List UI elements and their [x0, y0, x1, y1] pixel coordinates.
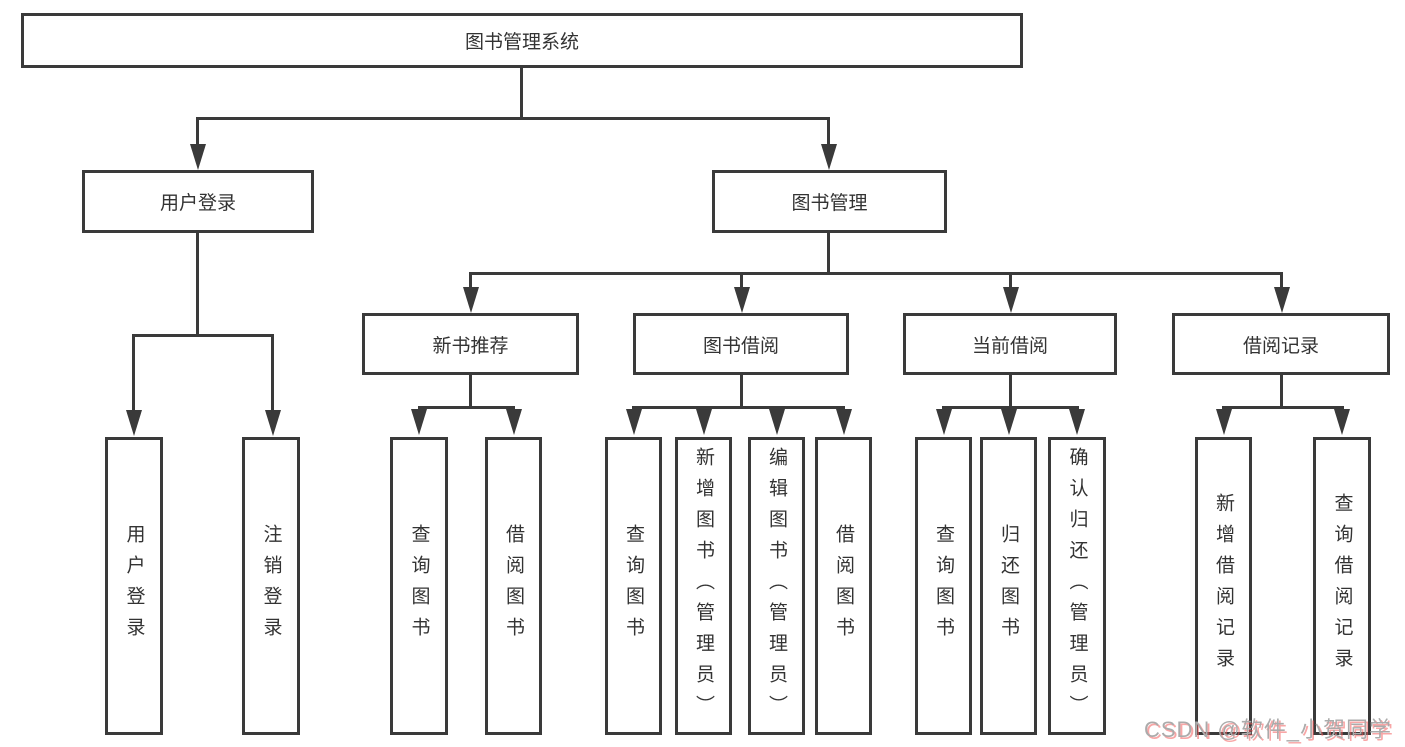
arrow-down-icon	[1069, 409, 1085, 435]
node-current-borrow-label: 当前借阅	[971, 335, 1048, 357]
arrow-down-icon	[265, 410, 281, 436]
connector-line	[132, 334, 274, 337]
arrow-down-icon	[821, 144, 837, 170]
connector-line	[942, 406, 1079, 409]
connector-line	[196, 117, 199, 147]
node-nbr-query-books-label: 查询图书	[408, 524, 430, 648]
connector-line	[1280, 272, 1283, 291]
arrow-down-icon	[769, 409, 785, 435]
arrow-down-icon	[1334, 409, 1350, 435]
arrow-down-icon	[506, 409, 522, 435]
node-cb-confirm-return: 确认归还（管理员）	[1048, 437, 1106, 735]
connector-line	[827, 233, 830, 275]
node-cb-return-books-label: 归还图书	[998, 524, 1019, 648]
node-bb-add-books: 新增图书（管理员）	[675, 437, 732, 735]
connector-line	[740, 272, 743, 291]
node-bb-edit-books-label: 编辑图书（管理员）	[766, 446, 787, 726]
arrow-down-icon	[1003, 287, 1019, 313]
node-br-add-record: 新增借阅记录	[1195, 437, 1252, 735]
node-logout: 注销登录	[242, 437, 300, 735]
arrow-down-icon	[836, 409, 852, 435]
node-cb-query-books-label: 查询图书	[933, 524, 954, 648]
connector-line	[520, 68, 523, 120]
node-borrow-record-label: 借阅记录	[1242, 335, 1319, 357]
node-book-mgmt: 图书管理	[712, 170, 947, 233]
node-root: 图书管理系统	[21, 13, 1023, 68]
arrow-down-icon	[696, 409, 712, 435]
node-bb-add-books-label: 新增图书（管理员）	[693, 446, 714, 726]
node-book-borrow-label: 图书借阅	[702, 335, 779, 357]
node-book-mgmt-label: 图书管理	[791, 193, 868, 214]
node-br-query-record-label: 查询借阅记录	[1331, 493, 1353, 679]
node-user-login: 用户登录	[82, 170, 314, 233]
node-user-login-action-label: 用户登录	[123, 524, 145, 648]
arrow-down-icon	[411, 409, 427, 435]
node-logout-label: 注销登录	[260, 524, 282, 648]
node-br-query-record: 查询借阅记录	[1313, 437, 1371, 735]
connector-line	[827, 117, 830, 147]
node-br-add-record-label: 新增借阅记录	[1213, 493, 1234, 679]
node-user-login-action: 用户登录	[105, 437, 163, 735]
connector-line	[132, 334, 135, 414]
arrow-down-icon	[1001, 409, 1017, 435]
arrow-down-icon	[1216, 409, 1232, 435]
connector-line	[271, 334, 274, 414]
node-borrow-record: 借阅记录	[1172, 313, 1390, 375]
arrow-down-icon	[126, 410, 142, 436]
connector-line	[1280, 375, 1283, 409]
connector-line	[632, 406, 845, 409]
arrow-down-icon	[1274, 287, 1290, 313]
connector-line	[469, 375, 472, 409]
node-book-borrow: 图书借阅	[633, 313, 849, 375]
connector-line	[469, 272, 472, 291]
connector-line	[469, 272, 1283, 275]
node-new-book-rec-label: 新书推荐	[432, 335, 509, 357]
connector-line	[1009, 272, 1012, 291]
arrow-down-icon	[734, 287, 750, 313]
node-bb-borrow-books: 借阅图书	[815, 437, 872, 735]
connector-line	[418, 406, 515, 409]
node-bb-edit-books: 编辑图书（管理员）	[748, 437, 805, 735]
node-root-label: 图书管理系统	[464, 32, 579, 53]
arrow-down-icon	[463, 287, 479, 313]
arrow-down-icon	[626, 409, 642, 435]
arrow-down-icon	[936, 409, 952, 435]
node-current-borrow: 当前借阅	[903, 313, 1117, 375]
node-nbr-query-books: 查询图书	[390, 437, 448, 735]
connector-line	[1009, 375, 1012, 409]
node-bb-borrow-books-label: 借阅图书	[833, 524, 854, 648]
node-cb-query-books: 查询图书	[915, 437, 972, 735]
node-bb-query-books-label: 查询图书	[623, 524, 644, 648]
node-nbr-borrow-books-label: 借阅图书	[503, 524, 524, 648]
node-new-book-rec: 新书推荐	[362, 313, 579, 375]
node-bb-query-books: 查询图书	[605, 437, 662, 735]
connector-line	[196, 117, 830, 120]
node-nbr-borrow-books: 借阅图书	[485, 437, 542, 735]
node-user-login-label: 用户登录	[159, 193, 236, 214]
node-cb-confirm-return-label: 确认归还（管理员）	[1066, 446, 1088, 726]
connector-line	[1222, 406, 1344, 409]
arrow-down-icon	[190, 144, 206, 170]
watermark: CSDN @软件_小贺同学	[1143, 717, 1392, 742]
connector-line	[196, 233, 199, 337]
connector-line	[740, 375, 743, 409]
node-cb-return-books: 归还图书	[980, 437, 1037, 735]
